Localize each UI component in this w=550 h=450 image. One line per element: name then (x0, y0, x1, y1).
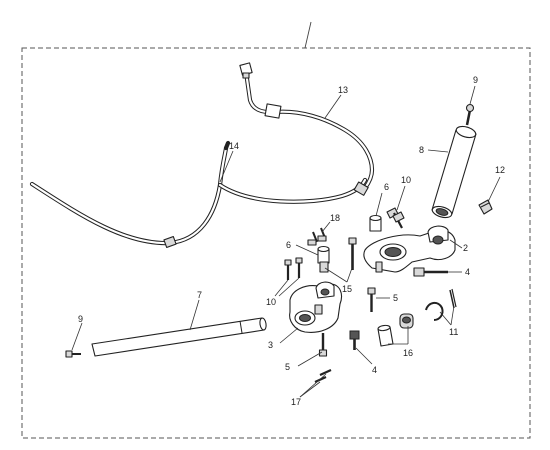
part-15-bolt (348, 237, 357, 270)
callout-11: 11 (449, 327, 458, 337)
callout-10: 10 (266, 297, 276, 307)
part-9-rod-top (465, 103, 475, 126)
callout-7: 7 (197, 290, 202, 300)
callout-numbers: 2 3 4 4 5 5 6 6 7 8 9 9 10 10 11 12 13 1… (78, 75, 505, 407)
callout-15: 15 (342, 284, 352, 294)
part-17-pins (314, 368, 332, 384)
part-4-bolt-lower (349, 330, 360, 350)
callout-3: 3 (268, 340, 273, 350)
part-3-clamp-bracket (289, 281, 343, 333)
part-8-cylinder-tube (431, 125, 477, 219)
callout-8: 8 (419, 145, 424, 155)
part-6-sleeve-upper (369, 214, 382, 232)
callout-10: 10 (401, 175, 411, 185)
part-6-sleeve-lower (317, 245, 330, 273)
callout-9: 9 (78, 314, 83, 324)
part-7-handle-bar (91, 317, 267, 357)
callout-14: 14 (229, 141, 239, 151)
part-4-bolt-right (413, 267, 448, 277)
frame-reference-line (304, 21, 312, 49)
callout-9: 9 (473, 75, 478, 85)
assembly-boundary-frame (21, 47, 531, 439)
callout-12: 12 (495, 165, 505, 175)
callout-17: 17 (291, 397, 301, 407)
callout-6: 6 (384, 182, 389, 192)
callout-6: 6 (286, 240, 291, 250)
leader-lines (71, 85, 501, 398)
part-10-bolts-lower (284, 257, 303, 280)
callout-16: 16 (403, 348, 413, 358)
part-11-circlip (425, 288, 457, 321)
part-2-clamp-bracket (363, 225, 456, 273)
part-10-bolts-upper (386, 207, 405, 229)
callout-4: 4 (465, 267, 470, 277)
callout-13: 13 (338, 85, 348, 95)
part-18-pins (307, 227, 327, 246)
part-12-clip (478, 199, 493, 215)
part-16-bushes (377, 313, 414, 347)
callout-18: 18 (330, 213, 340, 223)
callout-2: 2 (463, 243, 468, 253)
part-14-hose (29, 140, 368, 249)
callout-5: 5 (285, 362, 290, 372)
part-5-bolt-upper (367, 287, 376, 312)
callout-5: 5 (393, 293, 398, 303)
part-9-screw-lower (65, 350, 81, 358)
callout-4: 4 (372, 365, 377, 375)
part-13-hose (239, 62, 375, 196)
